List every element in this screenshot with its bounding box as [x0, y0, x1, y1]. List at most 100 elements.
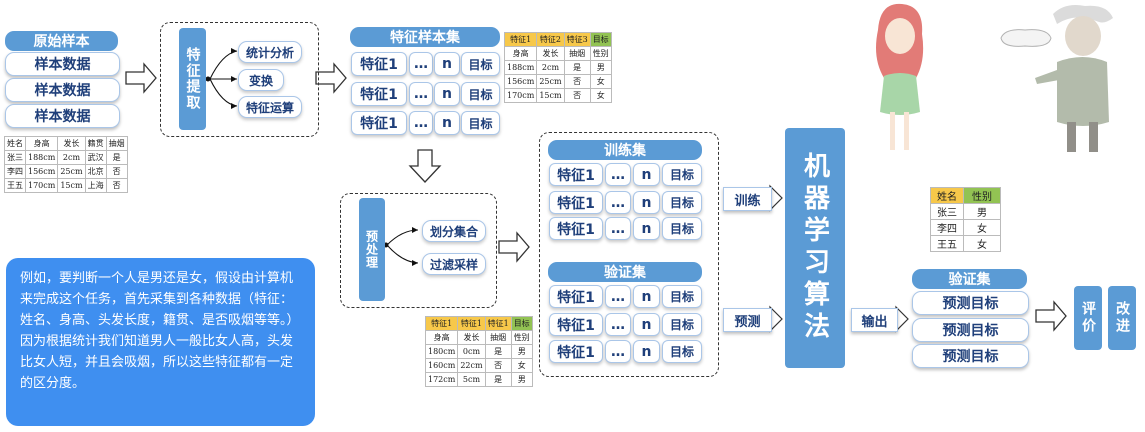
target-cell: 目标	[662, 191, 702, 214]
extract-group	[160, 22, 319, 137]
n-cell: n	[434, 111, 460, 135]
table-subheader: 抽烟	[563, 46, 591, 61]
predicted-target-3: 预测目标	[912, 344, 1029, 368]
train-arrow-label: 训练	[723, 187, 772, 211]
ml-algorithm-label: 机器学习算法	[799, 152, 830, 344]
improve-block: 改进	[1108, 286, 1136, 350]
table-header: 特征3	[563, 32, 591, 47]
feature-sample-table: 特征1 特征2 特征3 目标 身高 发长 抽烟 性别 188cm 2cm 是 男…	[503, 32, 612, 103]
target-cell: 目标	[662, 285, 702, 308]
feature-extract-block: 特征提取	[179, 28, 206, 130]
table-header: 特征2	[536, 32, 565, 47]
target-cell: 目标	[461, 111, 500, 135]
girl-leg	[890, 112, 895, 150]
op-statistics: 统计分析	[238, 41, 302, 63]
validation-set-header: 验证集	[548, 262, 702, 282]
sample-data-3: 样本数据	[5, 104, 120, 128]
table-subheader: 发长	[536, 46, 565, 61]
table-cell: 女	[963, 235, 1001, 252]
sample-data-2: 样本数据	[5, 78, 120, 102]
girl-dress	[880, 73, 920, 115]
table-cell: 2cm	[536, 60, 565, 75]
feature-cell: 特征1	[351, 52, 407, 76]
n-cell: n	[434, 52, 460, 76]
arrow-result-to-evaluate	[1035, 300, 1067, 332]
table-cell: 2cm	[57, 150, 86, 165]
table-cell: 李四	[930, 219, 964, 236]
table-row: 160cm 22cm 否 女	[424, 358, 533, 373]
table-cell: 170cm	[24, 178, 59, 193]
branch-arrowhead	[231, 48, 237, 54]
table-row: 172cm 5cm 是 男	[424, 372, 533, 387]
table-subheader: 身高	[503, 46, 538, 61]
datasets-group	[539, 132, 719, 377]
table-cell: 否	[563, 74, 591, 89]
table-header: 特征1	[457, 316, 486, 331]
prediction-result-table: 姓名 性别 张三 男 李四 女 王五 女	[930, 187, 1001, 252]
arrow-features-down	[408, 149, 442, 183]
ellipsis-cell: …	[605, 313, 631, 336]
table-cell: 女	[510, 358, 533, 373]
evaluate-block: 评价	[1074, 286, 1102, 350]
table-header: 特征1	[424, 316, 459, 331]
table-row: 王五 女	[930, 235, 1001, 252]
table-subheader: 身高	[424, 330, 459, 345]
target-cell: 目标	[662, 217, 702, 240]
ellipsis-cell: …	[409, 111, 433, 135]
ellipsis-cell: …	[409, 82, 433, 106]
table-cell: 25cm	[536, 74, 565, 89]
n-cell: n	[633, 313, 660, 336]
improve-label: 改进	[1114, 301, 1130, 335]
table-cell: 5cm	[457, 372, 486, 387]
table-cell: 15cm	[57, 178, 86, 193]
feature-cell: 特征1	[549, 285, 603, 308]
table-subheader: 抽烟	[484, 330, 512, 345]
table-row: 180cm 0cm 是 男	[424, 344, 533, 359]
speech-bubble	[1000, 29, 1052, 47]
feature-set-header: 特征样本集	[350, 27, 500, 47]
table-cell: 160cm	[424, 358, 459, 373]
table-cell: 22cm	[457, 358, 486, 373]
table-row: 188cm 2cm 是 男	[503, 60, 612, 75]
n-cell: n	[633, 285, 660, 308]
table-cell: 否	[105, 178, 128, 193]
branch-dot	[205, 76, 211, 82]
table-cell: 0cm	[457, 344, 486, 359]
table-row: 156cm 25cm 否 女	[503, 74, 612, 89]
table-cell: 男	[510, 344, 533, 359]
preprocess-group	[340, 193, 497, 308]
arrow-preprocess-to-sets	[498, 231, 530, 263]
table-cell: 王五	[4, 178, 26, 193]
result-validation-header: 验证集	[912, 269, 1027, 289]
boy-hair	[1053, 5, 1113, 24]
feature-cell: 特征1	[549, 191, 603, 214]
girl-face	[885, 18, 915, 54]
table-header: 特征1	[484, 316, 512, 331]
ml-algorithm-block: 机器学习算法	[785, 128, 845, 368]
table-cell: 男	[510, 372, 533, 387]
explanation-note: 例如，要判断一个人是男还是女，假设由计算机来完成这个任务，首先采集到各种数据（特…	[6, 258, 315, 426]
table-row: 王五 170cm 15cm 上海 否	[4, 178, 128, 193]
table-cell: 是	[563, 60, 591, 75]
table-cell: 否	[563, 88, 591, 103]
feature-cell: 特征1	[549, 163, 603, 186]
preprocess-label: 预处理	[364, 230, 379, 269]
feature-cell: 特征1	[549, 313, 603, 336]
op-filter-sampling: 过滤采样	[422, 253, 486, 275]
n-cell: n	[633, 217, 660, 240]
ellipsis-cell: …	[605, 163, 631, 186]
table-header: 性别	[963, 187, 1001, 204]
table-cell: 否	[484, 358, 512, 373]
op-feature-compute: 特征运算	[238, 96, 302, 118]
n-cell: n	[633, 163, 660, 186]
table-row: 李四 女	[930, 219, 1001, 236]
boy-illustration	[1000, 5, 1113, 152]
table-header: 特征1	[503, 32, 538, 47]
ellipsis-cell: …	[605, 191, 631, 214]
table-cell: 女	[963, 219, 1001, 236]
output-arrow-label: 输出	[851, 308, 898, 332]
table-row: 170cm 15cm 否 女	[503, 88, 612, 103]
table-cell: 王五	[930, 235, 964, 252]
target-cell: 目标	[662, 163, 702, 186]
